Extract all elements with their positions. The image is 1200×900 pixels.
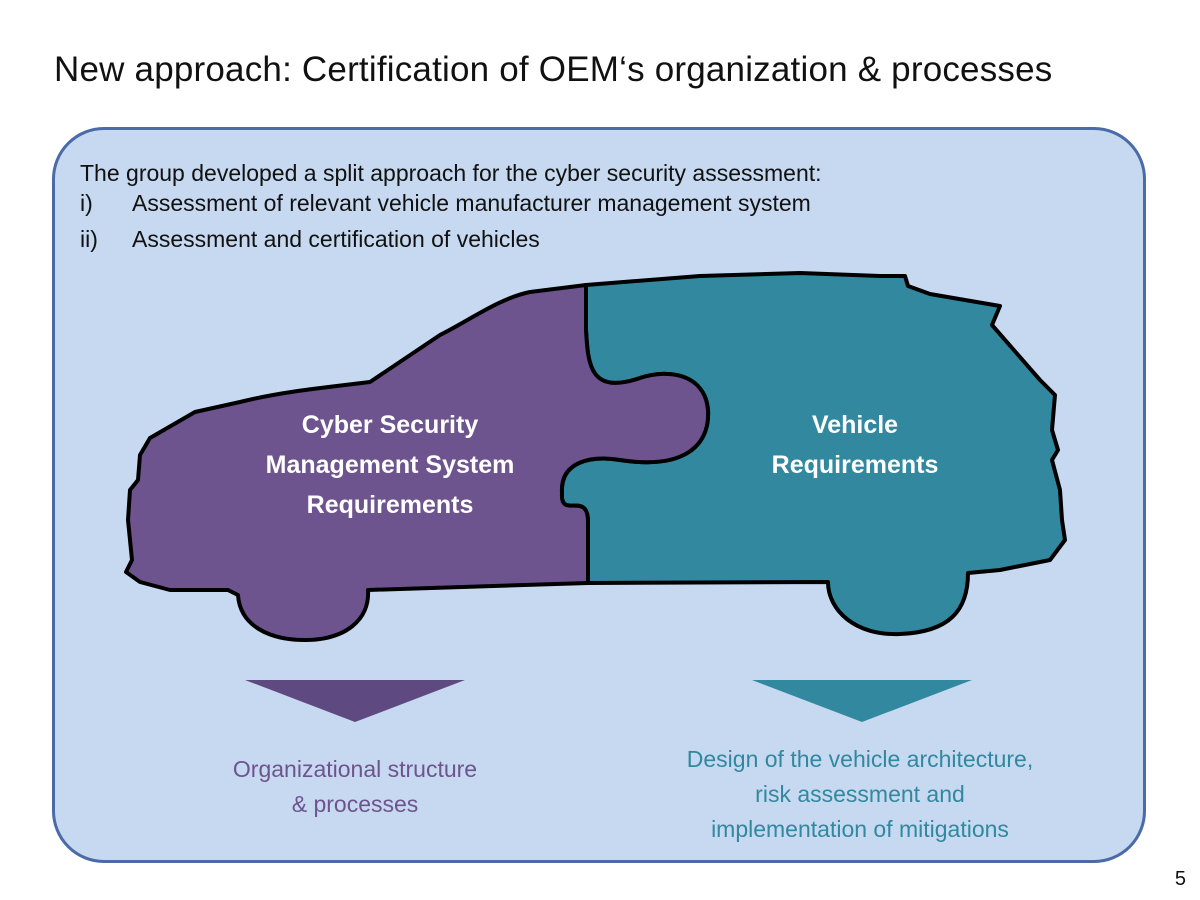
slide-title: New approach: Certification of OEM‘s org… [54, 50, 1053, 89]
list-marker: ii) [80, 226, 98, 252]
list-marker: i) [80, 190, 93, 216]
page-number: 5 [1174, 868, 1186, 890]
csms-label: Cyber Security Management System Require… [265, 411, 515, 519]
vehicle-label: Vehicle Requirements [771, 411, 939, 479]
intro-sentence: The group developed a split approach for… [80, 160, 822, 186]
list-item: i) Assessment of relevant vehicle manufac… [80, 190, 811, 217]
intro-text: The group developed a split approach for… [80, 155, 822, 191]
left-outcome-caption: Organizational structure & processes [232, 756, 478, 817]
list-item: ii) Assessment and certification of vehic… [80, 226, 540, 253]
right-outcome-caption: Design of the vehicle architecture, risk… [686, 746, 1034, 842]
list-item-text: Assessment of relevant vehicle manufactu… [132, 190, 811, 216]
list-item-text: Assessment and certification of vehicles [132, 226, 540, 252]
